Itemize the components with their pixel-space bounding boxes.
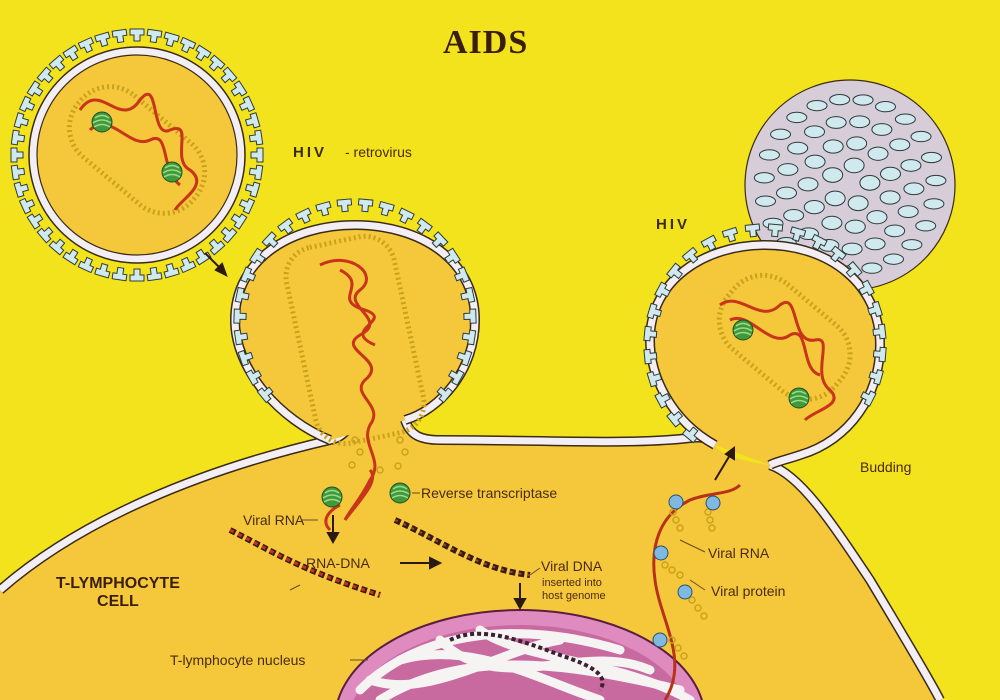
rna-dna-hybrid	[228, 527, 381, 598]
label-nucleus: T-lymphocyte nucleus	[170, 652, 306, 668]
translation-polysome	[652, 483, 742, 700]
label-viral-dna-note-line2: host genome	[542, 590, 606, 602]
label-viral-dna-note: inserted into host genome	[542, 577, 606, 603]
label-viral-dna-note-line1: inserted into	[542, 577, 602, 589]
label-rna-dna: RNA-DNA	[306, 555, 370, 571]
leader-lines	[289, 492, 706, 661]
reverse-transcriptase-enzyme-2	[389, 482, 411, 504]
diagram-title: AIDS	[443, 24, 529, 61]
label-retrovirus: - retrovirus	[345, 144, 412, 160]
t-lymphocyte-nucleus	[337, 609, 703, 700]
process-arrows	[204, 252, 735, 611]
hiv-virion-fusing	[229, 198, 481, 521]
label-hiv-top: HIV	[293, 144, 328, 161]
hiv-virion-budding	[643, 223, 887, 470]
viral-rna-strand	[324, 468, 375, 532]
label-t-lymphocyte-cell: T-LYMPHOCYTE CELL	[56, 575, 180, 611]
label-viral-dna: Viral DNA	[541, 558, 603, 574]
label-cell-line2: CELL	[97, 593, 139, 610]
label-viral-rna-right: Viral RNA	[708, 545, 770, 561]
label-hiv-right: HIV	[656, 216, 691, 233]
label-viral-rna-left: Viral RNA	[243, 512, 305, 528]
reverse-transcriptase-enzyme-1	[321, 486, 343, 508]
label-reverse-transcriptase: Reverse transcriptase	[421, 485, 558, 501]
hiv-virion-free	[10, 28, 264, 282]
label-viral-protein: Viral protein	[711, 583, 786, 599]
viral-dna-helix	[393, 517, 531, 578]
capsid-fragments	[348, 436, 409, 474]
label-budding: Budding	[860, 459, 912, 475]
label-cell-line1: T-LYMPHOCYTE	[56, 575, 180, 592]
